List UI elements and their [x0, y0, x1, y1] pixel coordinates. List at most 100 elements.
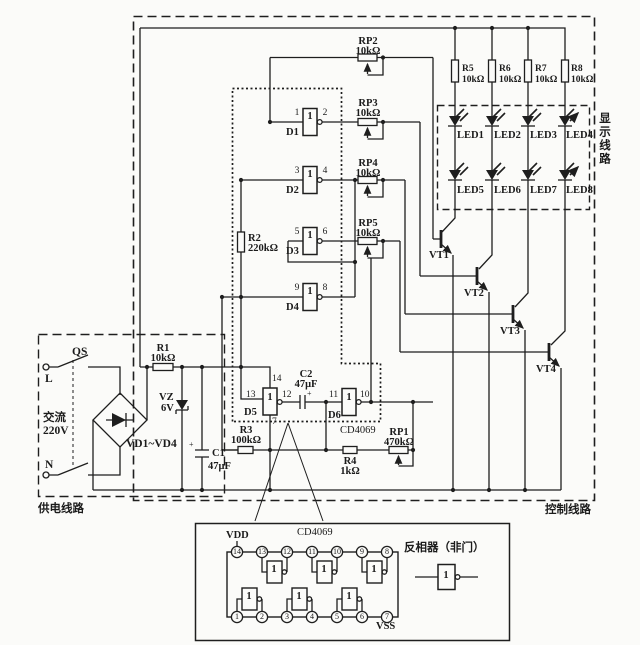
led6-label: LED6: [494, 185, 521, 196]
example-gate-symbol: 1: [443, 570, 449, 581]
c1-value: 47μF: [208, 461, 231, 472]
pinout-gate-symbol-2: 1: [321, 564, 327, 575]
rp5-value: 10kΩ: [355, 228, 381, 239]
vt3-label: VT3: [500, 326, 520, 337]
r5-label: R5: [462, 64, 474, 74]
pinout-box-border: [194, 522, 511, 642]
c2-polarity: +: [307, 389, 312, 398]
pot-rp1: [388, 402, 414, 467]
r1-label: R1: [156, 343, 170, 354]
rp3-value: 10kΩ: [355, 108, 381, 119]
pin-8: 8: [385, 547, 389, 556]
d3-gate-symbol: 1: [307, 230, 313, 241]
led-row-2: [448, 163, 578, 181]
d1-gate-symbol: 1: [307, 111, 313, 122]
r3-label: R3: [239, 425, 253, 436]
d4-pin-out: 8: [322, 283, 328, 293]
vz-value: 6V: [161, 403, 174, 414]
capacitor-c2: [282, 395, 342, 409]
ac-label-1: 交流: [43, 412, 66, 424]
d6-pin-out: 10: [360, 390, 370, 400]
r8-value: 10kΩ: [571, 75, 594, 85]
d4-feedback-wire: [287, 180, 356, 298]
pot-rp3: [322, 117, 421, 276]
led3-label: LED3: [530, 130, 557, 141]
pot-rp2: [269, 53, 434, 239]
d5-pin-out: 12: [282, 390, 292, 400]
r7-value: 10kΩ: [535, 75, 558, 85]
pin-7: 7: [385, 612, 389, 621]
pin-11: 11: [308, 547, 316, 556]
led8-label: LED8: [566, 185, 593, 196]
zener-diode-vz: [176, 400, 188, 410]
pin-5: 5: [335, 612, 339, 621]
led-to-collector-wires: [441, 180, 566, 346]
pin-circles: [230, 545, 394, 624]
vss-label: VSS: [376, 621, 396, 632]
resistor-r1: [152, 362, 174, 372]
resistor-r6: [487, 59, 497, 83]
c2-value: 47μF: [294, 379, 318, 390]
led4-label: LED4: [566, 130, 593, 141]
d2-gate-symbol: 1: [307, 169, 313, 180]
led1-label: LED1: [457, 130, 484, 141]
d4-pin-in: 9: [294, 283, 300, 293]
vt1-label: VT1: [429, 250, 449, 261]
display-circuit: [140, 27, 578, 346]
vt4-label: VT4: [536, 364, 556, 375]
d6-label: D6: [328, 410, 341, 421]
rp4-label: RP4: [358, 158, 378, 169]
pin-14: 14: [233, 547, 241, 556]
control-section-label: 控制线路: [545, 504, 591, 516]
pin-4: 4: [310, 612, 314, 621]
pin-2: 2: [260, 612, 264, 621]
power-section-border: [37, 333, 226, 498]
power-supply-circuit: [42, 28, 561, 491]
r4-label: R4: [343, 456, 357, 467]
d3-pin-in: 5: [294, 227, 300, 237]
display-section-label: 显示线路: [598, 112, 610, 166]
d4-gate-symbol: 1: [307, 286, 313, 297]
d5-gate-symbol: 1: [267, 392, 273, 403]
vdd-label: VDD: [226, 530, 249, 541]
inverter-example-symbol: [415, 563, 478, 591]
section-boxes: [37, 15, 596, 642]
d5-label: D5: [244, 407, 257, 418]
rp3-label: RP3: [358, 98, 378, 109]
r2-label: R2: [248, 233, 261, 244]
d1-label: D1: [286, 127, 299, 138]
inverter-caption: 反相器（非门）: [404, 542, 485, 554]
d6-gate-symbol: 1: [346, 392, 352, 403]
r2-value: 220kΩ: [248, 243, 278, 254]
resistor-r4: [342, 445, 358, 455]
pinout-gate-symbol-3: 1: [371, 564, 377, 575]
d2-pin-in: 3: [294, 166, 300, 176]
pin-9: 9: [360, 547, 364, 556]
pinout-title: CD4069: [297, 527, 333, 538]
led2-label: LED2: [494, 130, 521, 141]
d5-pin-in: 13: [246, 390, 256, 400]
c1-polarity: +: [189, 440, 194, 449]
pin-10: 10: [333, 547, 341, 556]
pot-rp5: [322, 236, 401, 352]
l-terminal-label: L: [45, 373, 53, 385]
gate-input-wires: [222, 121, 303, 298]
led7-label: LED7: [530, 185, 557, 196]
vz-label: VZ: [159, 392, 174, 403]
junction-dots: [144, 25, 531, 493]
ac-wires: [88, 366, 121, 476]
callout-lines: [254, 422, 324, 522]
r3-value: 100kΩ: [231, 435, 261, 446]
cd4069-pinout: [226, 541, 478, 624]
r2-column: [240, 180, 263, 400]
r6-label: R6: [499, 64, 511, 74]
bridge-label: VD1~VD4: [126, 438, 177, 450]
d2-label: D2: [286, 185, 299, 196]
resistor-r5: [450, 59, 460, 83]
led5-label: LED5: [457, 185, 484, 196]
neutral-terminal-node: [42, 471, 50, 479]
line-terminal-node: [42, 363, 50, 371]
qs-label: QS: [72, 346, 88, 358]
rp1-value: 470kΩ: [384, 437, 414, 448]
rp4-value: 10kΩ: [355, 168, 381, 179]
